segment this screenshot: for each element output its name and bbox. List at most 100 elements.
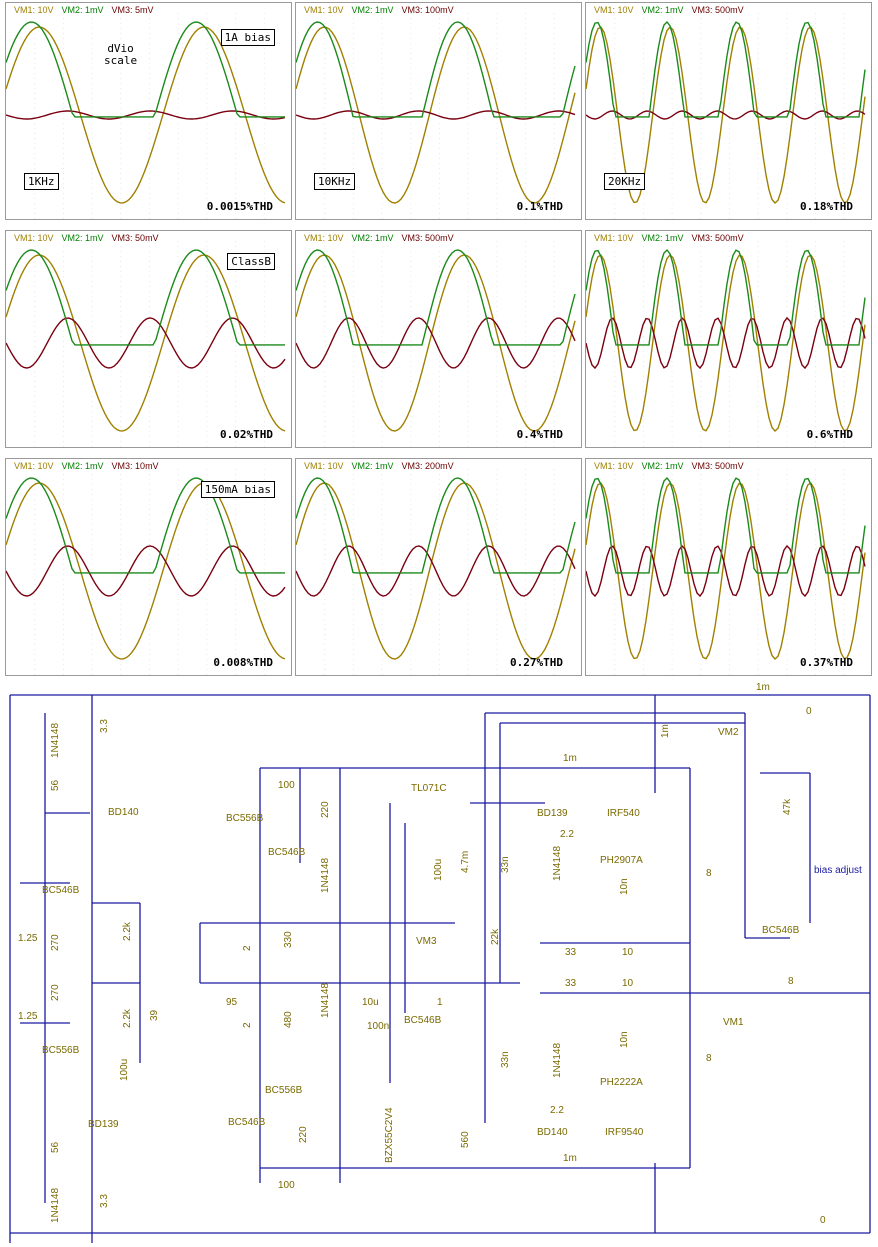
label-r1-center: 1 (437, 997, 443, 1008)
scope-trace (6, 249, 285, 346)
label-q-bc546b-a: BC546B (268, 847, 306, 858)
scope-trace (6, 26, 286, 204)
label-r47k: 47k (782, 798, 793, 815)
scope-trace (586, 20, 866, 118)
label-r3: 270 (50, 934, 61, 951)
scope-trace (6, 545, 286, 597)
scope-trace (296, 249, 576, 346)
vm2-scale: VM2: 1mV (351, 461, 394, 471)
scope-trace (296, 26, 576, 204)
scope-trace (296, 110, 576, 120)
scope-trace (296, 545, 576, 597)
label-r10a: 10 (622, 947, 634, 958)
scope-traces (586, 241, 866, 447)
label-c33n-a: 33n (500, 856, 511, 873)
thd-value: 0.02%THD (220, 428, 273, 441)
scope-traces (6, 13, 286, 219)
label-ph2222a: PH2222A (600, 1077, 643, 1088)
scope-traces (296, 241, 576, 447)
label-r5: 56 (50, 1141, 61, 1153)
label-c1: 100u (119, 1059, 130, 1081)
label-d2: 1N4148 (50, 1188, 61, 1223)
label-c33n-b: 33n (500, 1051, 511, 1068)
thd-value: 0.37%THD (800, 656, 853, 669)
label-c100n: 100n (367, 1021, 389, 1032)
scope-trace (586, 481, 866, 661)
vm1-scale: VM1: 10V (14, 233, 54, 243)
thd-value: 0.27%THD (510, 656, 563, 669)
scope-traces (6, 241, 286, 447)
frequency-label: 20KHz (604, 173, 646, 190)
left-stage-components: 1N4148 3.3 56 BD140 BC546B 1.25 270 270 … (18, 719, 160, 1223)
label-q1: BD140 (108, 807, 139, 818)
label-q4: BD139 (88, 1119, 119, 1130)
scale-annotation: dVio scale (104, 42, 138, 67)
label-r9: 39 (149, 1009, 160, 1021)
label-irf9540: IRF9540 (605, 1127, 644, 1138)
schematic: 1N4148 3.3 56 BD140 BC546B 1.25 270 270 … (9, 683, 871, 1243)
label-r1: 3.3 (99, 719, 110, 733)
label-bias-adjust: bias adjust (814, 865, 862, 876)
label-r2b: 2 (242, 1022, 253, 1028)
label-r100b: 100 (278, 1180, 295, 1191)
scope-traces (6, 469, 286, 675)
label-vm2: VM2 (718, 727, 739, 738)
scope-trace (296, 482, 576, 660)
vm3-scale: VM3: 50mV (111, 233, 159, 243)
scope-trace (586, 253, 866, 433)
vm1-scale: VM1: 10V (304, 5, 344, 15)
label-d-1n4148-a: 1N4148 (320, 858, 331, 893)
vm3-scale: VM3: 500mV (691, 5, 744, 15)
vm2-scale: VM2: 1mV (61, 5, 104, 15)
scope-trace (586, 25, 866, 205)
thd-value: 0.18%THD (800, 200, 853, 213)
label-v1: 1.25 (18, 933, 38, 944)
vm2-scale: VM2: 1mV (351, 233, 394, 243)
label-r1m-sense: 1m (660, 724, 671, 738)
label-l0-top: 0 (806, 706, 812, 717)
label-opamp: TL071C (411, 783, 447, 794)
thd-value: 0.1%THD (516, 200, 563, 213)
label-r33b: 33 (565, 978, 577, 989)
label-d-1n4148-b: 1N4148 (320, 983, 331, 1018)
label-r22k: 22k (490, 928, 501, 945)
thd-value: 0.6%THD (806, 428, 853, 441)
vm3-scale: VM3: 500mV (691, 461, 744, 471)
label-r2a: 2 (242, 945, 253, 951)
thd-value: 0.008%THD (213, 656, 273, 669)
right-side-components: 1m 0 1m VM2 47k bias adjust BC546B 8 VM1… (660, 683, 862, 1226)
output-stage-components: 1m BD139 IRF540 33n 2.2 1N4148 PH2907A 1… (500, 753, 712, 1164)
vm1-scale: VM1: 10V (14, 461, 54, 471)
frequency-label: 1KHz (24, 173, 59, 190)
scope-trace (586, 110, 866, 120)
label-q-bias: BC546B (762, 925, 800, 936)
label-r4: 270 (50, 984, 61, 1001)
label-r1m-top: 1m (563, 753, 577, 764)
label-r1m-bottom: 1m (563, 1153, 577, 1164)
label-r2-2a: 2.2 (560, 829, 574, 840)
label-r480: 480 (283, 1011, 294, 1028)
label-zener: BZX55C2V4 (384, 1107, 395, 1163)
label-r7: 2.2k (122, 921, 133, 941)
label-r1m-far: 1m (756, 683, 770, 693)
label-v2: 1.25 (18, 1011, 38, 1022)
vm2-scale: VM2: 1mV (641, 5, 684, 15)
label-v8-top: 8 (706, 868, 712, 879)
vm3-scale: VM3: 500mV (401, 233, 454, 243)
vm2-scale: VM2: 1mV (61, 233, 104, 243)
scope-trace (6, 317, 286, 369)
scope-trace (296, 254, 576, 432)
vm1-scale: VM1: 10V (594, 461, 634, 471)
